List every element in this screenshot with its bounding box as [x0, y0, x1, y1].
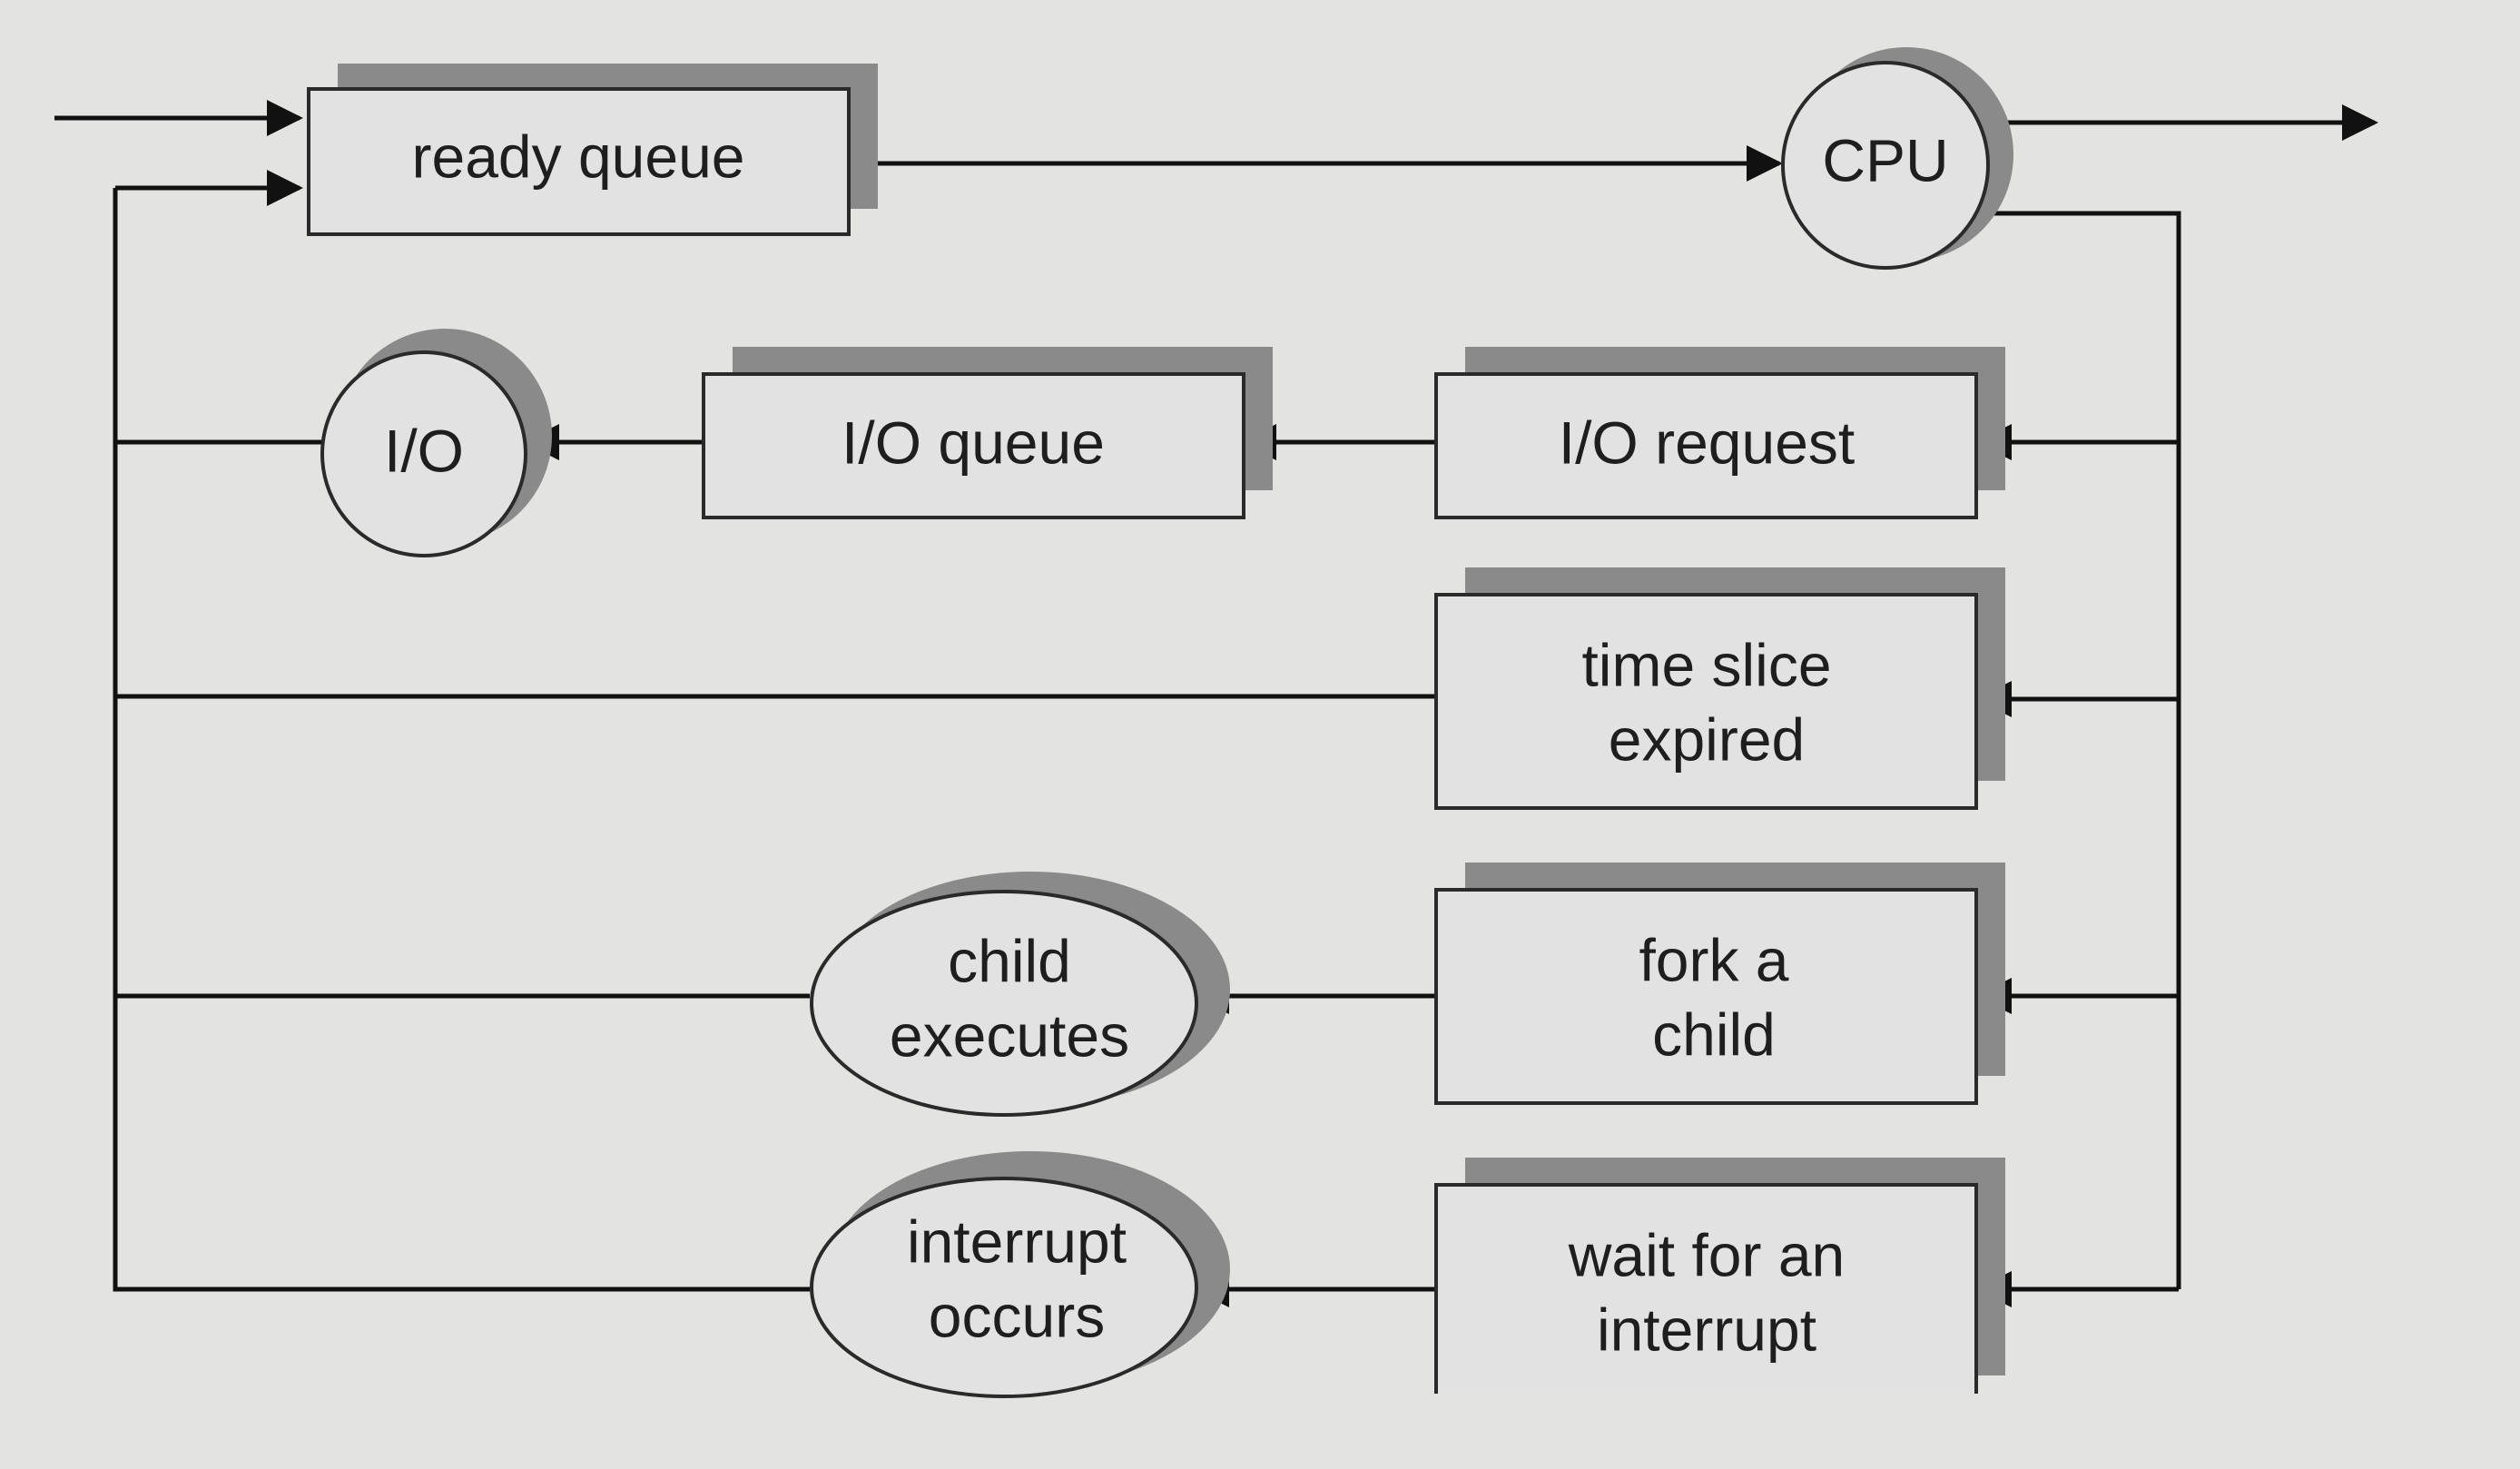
fork-child-label-line2: child — [1652, 1001, 1776, 1068]
interrupt-occurs-label-line1: interrupt — [907, 1208, 1127, 1275]
ready-queue-node: ready queue — [307, 64, 878, 236]
io-queue-label: I/O queue — [842, 409, 1105, 476]
child-executes-label-line1: child — [948, 927, 1071, 994]
connectors — [54, 100, 2378, 1307]
child-executes-node: child executes — [810, 872, 1230, 1117]
wait-interrupt-node: wait for an interrupt — [1434, 1158, 2005, 1394]
fork-child-node: fork a child — [1434, 863, 2005, 1105]
interrupt-occurs-node: interrupt occurs — [810, 1151, 1230, 1398]
fork-child-label-line1: fork a — [1639, 926, 1788, 993]
left-return-bus — [113, 188, 810, 1292]
wait-interrupt-label-line1: wait for an — [1568, 1221, 1845, 1288]
interrupt-occurs-label-line2: occurs — [929, 1282, 1105, 1349]
io-request-node: I/O request — [1434, 347, 2005, 519]
cpu-node: CPU — [1781, 47, 2013, 270]
child-executes-label-line2: executes — [890, 1001, 1129, 1069]
io-device-label: I/O — [384, 417, 464, 484]
io-device-node: I/O — [320, 329, 552, 557]
time-slice-node: time slice expired — [1434, 567, 2005, 810]
io-queue-node: I/O queue — [702, 347, 1273, 519]
io-request-label: I/O request — [1559, 409, 1856, 476]
time-slice-label-line1: time slice — [1581, 631, 1831, 698]
time-slice-label-line2: expired — [1609, 705, 1805, 773]
wait-interrupt-label-line2: interrupt — [1597, 1296, 1816, 1363]
cpu-to-right-bus — [1988, 211, 2181, 1289]
ready-queue-label: ready queue — [412, 123, 745, 190]
cpu-label: CPU — [1822, 126, 1948, 193]
